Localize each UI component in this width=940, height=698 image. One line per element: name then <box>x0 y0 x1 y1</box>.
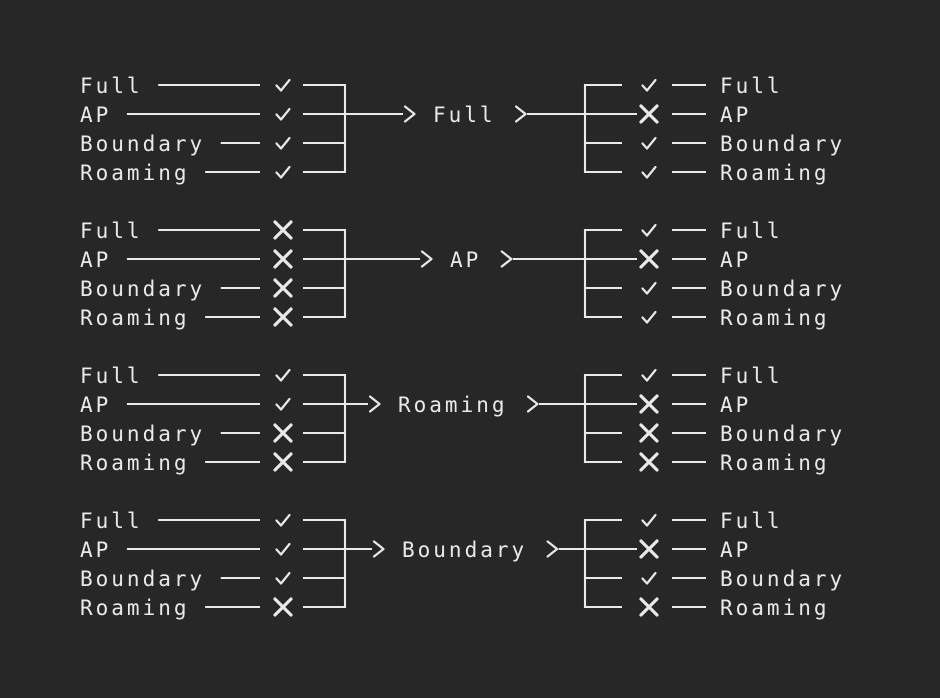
cross-icon <box>273 452 293 472</box>
cross-icon <box>639 104 659 124</box>
mode-label-left: AP <box>80 538 111 562</box>
check-icon <box>275 78 291 92</box>
mode-label-left: Boundary <box>80 277 205 301</box>
cross-icon <box>273 423 293 443</box>
mode-label-right: Full <box>720 364 783 388</box>
check-icon <box>275 136 291 150</box>
transition-group: FullAPBoundaryRoamingFullFullAPBoundaryR… <box>80 74 845 185</box>
arrowhead-icon <box>372 540 385 558</box>
mode-label-left: Roaming <box>80 306 190 330</box>
check-icon <box>641 513 657 527</box>
cross-icon <box>639 597 659 617</box>
cross-icon <box>639 452 659 472</box>
check-icon <box>641 223 657 237</box>
check-icon <box>275 571 291 585</box>
arrowhead-icon <box>368 395 381 413</box>
cross-icon <box>273 597 293 617</box>
check-icon <box>641 165 657 179</box>
check-icon <box>275 165 291 179</box>
check-icon <box>275 107 291 121</box>
mode-label-left: Roaming <box>80 596 190 620</box>
mode-label-left: Roaming <box>80 161 190 185</box>
mode-label-right: AP <box>720 248 751 272</box>
mode-label-right: Roaming <box>720 306 830 330</box>
cross-icon <box>273 307 293 327</box>
mode-label-right: Roaming <box>720 451 830 475</box>
mode-label-right: Roaming <box>720 161 830 185</box>
transition-label: Roaming <box>398 393 508 417</box>
mode-label-left: Full <box>80 509 143 533</box>
check-icon <box>275 368 291 382</box>
arrowhead-icon <box>546 540 559 558</box>
mode-label-left: Full <box>80 74 143 98</box>
mode-label-left: Full <box>80 364 143 388</box>
mode-label-right: Full <box>720 74 783 98</box>
check-icon <box>275 397 291 411</box>
transition-label: AP <box>450 248 481 272</box>
mode-label-left: Roaming <box>80 451 190 475</box>
mode-label-left: AP <box>80 103 111 127</box>
mode-label-left: Full <box>80 219 143 243</box>
check-icon <box>641 281 657 295</box>
check-icon <box>641 310 657 324</box>
arrowhead-icon <box>420 250 433 268</box>
mode-label-left: Boundary <box>80 422 205 446</box>
mode-label-left: AP <box>80 393 111 417</box>
cross-icon <box>639 394 659 414</box>
check-icon <box>641 368 657 382</box>
check-icon <box>641 136 657 150</box>
mode-label-right: Roaming <box>720 596 830 620</box>
cross-icon <box>639 423 659 443</box>
check-icon <box>275 513 291 527</box>
mode-label-left: AP <box>80 248 111 272</box>
mode-label-right: Full <box>720 509 783 533</box>
cross-icon <box>273 220 293 240</box>
arrowhead-icon <box>500 250 513 268</box>
mode-label-right: Boundary <box>720 277 845 301</box>
check-icon <box>641 78 657 92</box>
check-icon <box>275 542 291 556</box>
mode-label-right: AP <box>720 393 751 417</box>
transition-label: Full <box>433 103 496 127</box>
cross-icon <box>273 278 293 298</box>
check-icon <box>641 571 657 585</box>
mode-label-right: AP <box>720 538 751 562</box>
mode-label-right: Full <box>720 219 783 243</box>
mode-label-right: Boundary <box>720 132 845 156</box>
arrowhead-icon <box>514 105 527 123</box>
transition-label: Boundary <box>402 538 527 562</box>
mode-label-right: Boundary <box>720 567 845 591</box>
arrowhead-icon <box>403 105 416 123</box>
mode-label-right: Boundary <box>720 422 845 446</box>
transition-group: FullAPBoundaryRoamingRoamingFullAPBounda… <box>80 364 845 475</box>
cross-icon <box>273 249 293 269</box>
mode-label-left: Boundary <box>80 132 205 156</box>
mode-label-right: AP <box>720 103 751 127</box>
cross-icon <box>639 539 659 559</box>
cross-icon <box>639 249 659 269</box>
mode-label-left: Boundary <box>80 567 205 591</box>
arrowhead-icon <box>526 395 539 413</box>
